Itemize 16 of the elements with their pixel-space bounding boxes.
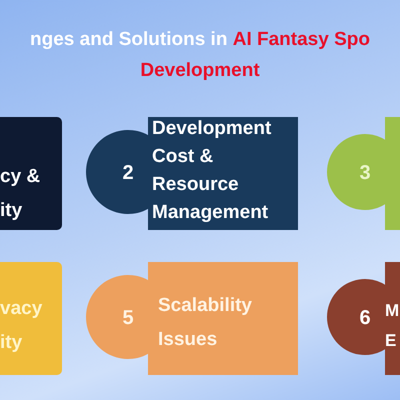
challenge-card [86,117,298,230]
challenge-card [86,262,298,375]
challenge-card [327,262,400,375]
step-number: 6 [358,306,372,331]
card-text: vacy ity [0,297,44,355]
card-text: Scalability Issues [158,294,253,352]
step-number: 2 [121,161,135,186]
challenge-card [0,117,62,230]
card-text: M E [385,300,400,352]
challenge-card [327,117,400,230]
step-number: 5 [121,306,135,331]
card-text: Development Cost & Resource Management [152,117,272,225]
title: nges and Solutions in AI Fantasy Spo Development [29,28,371,83]
challenge-card [0,262,62,375]
step-number: 3 [358,161,372,186]
card-text: cy & ity [0,165,42,223]
